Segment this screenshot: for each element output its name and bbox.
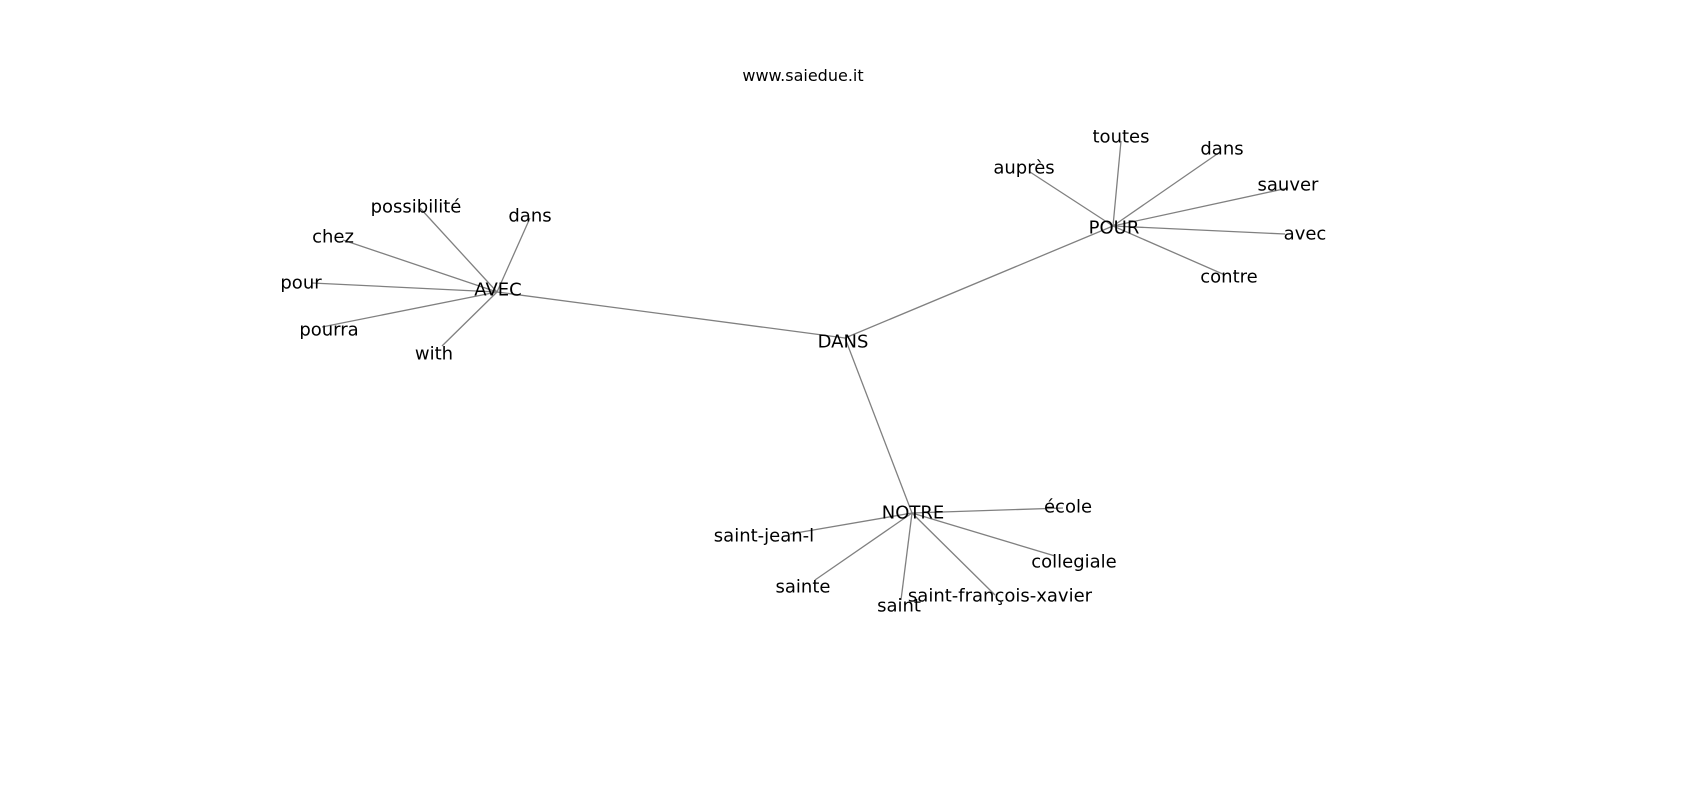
edge-DANS-POUR	[844, 225, 1114, 339]
edge-AVEC-a_chez	[342, 239, 498, 293]
node-label-a-possibilite: possibilité	[371, 197, 462, 218]
edge-NOTRE-n_sainte	[814, 512, 913, 581]
edge-NOTRE-n_collegiale	[911, 512, 1056, 557]
edge-NOTRE-n_sfx	[911, 512, 996, 596]
edge-POUR-p_aupres	[1029, 171, 1114, 227]
node-label-a-dans: dans	[508, 206, 551, 227]
edge-POUR-p_contre	[1112, 225, 1226, 276]
node-label-p-dans: dans	[1200, 139, 1243, 160]
edges-layer	[311, 140, 1289, 601]
node-label-p-aupres: auprès	[993, 158, 1054, 179]
node-label-a-with: with	[415, 344, 453, 365]
edge-AVEC-a_pourra	[321, 291, 498, 328]
node-label-a-pourra: pourra	[299, 320, 358, 341]
node-label-dans: DANS	[818, 332, 869, 353]
node-label-notre: NOTRE	[882, 503, 945, 524]
edge-NOTRE-n_ecole	[911, 507, 1064, 514]
edge-POUR-p_dans	[1112, 151, 1221, 227]
node-label-p-avec: avec	[1284, 224, 1327, 245]
node-label-n-collegiale: collegiale	[1031, 552, 1117, 573]
edge-AVEC-a_dans	[496, 217, 531, 293]
edge-NOTRE-n_saint	[900, 512, 913, 601]
node-label-n-ecole: école	[1044, 497, 1092, 518]
node-label-a-pour: pour	[280, 273, 322, 294]
nodes-layer: DANS AVEC POUR NOTRE possibilité dans chez pour…	[280, 127, 1326, 617]
node-label-n-saint: saint	[877, 596, 921, 617]
edge-POUR-p_toutes	[1112, 140, 1122, 227]
node-label-p-contre: contre	[1200, 267, 1257, 288]
edge-DANS-NOTRE	[844, 337, 913, 514]
node-label-pour: POUR	[1089, 218, 1140, 239]
node-label-p-sauver: sauver	[1258, 175, 1320, 196]
node-label-n-sainte: sainte	[776, 577, 831, 598]
edge-AVEC-a_possibilite	[419, 207, 498, 293]
edge-DANS-AVEC	[496, 291, 846, 339]
watermark-title: www.saiedue.it	[742, 66, 864, 85]
node-label-n-saintjeanl: saint-jean-l	[714, 526, 814, 547]
node-label-avec: AVEC	[474, 280, 521, 301]
edge-AVEC-a_pour	[311, 282, 498, 293]
edge-AVEC-a_with	[441, 291, 498, 347]
edge-NOTRE-n_saintjeanl	[789, 512, 913, 535]
edge-POUR-p_sauver	[1112, 187, 1289, 227]
node-label-a-chez: chez	[312, 227, 354, 248]
node-label-p-toutes: toutes	[1093, 127, 1150, 148]
edge-POUR-p_avec	[1112, 225, 1286, 235]
node-label-n-sfx: saint-françois-xavier	[908, 586, 1093, 607]
